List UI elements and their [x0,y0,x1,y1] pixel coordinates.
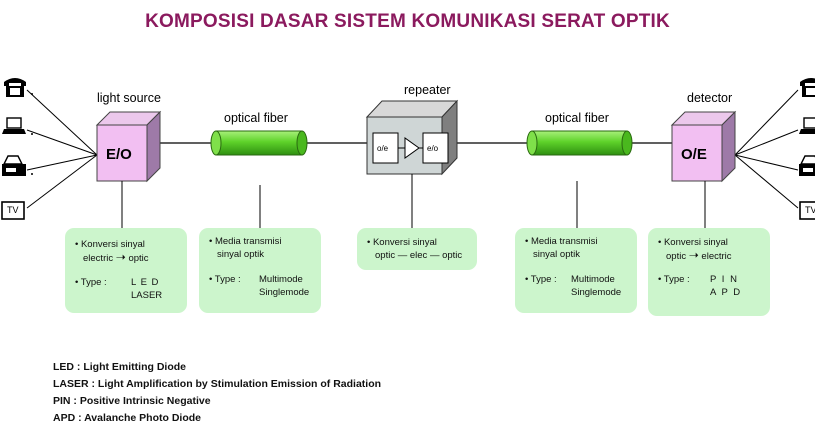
legend-apd: APD : Avalanche Photo Diode [53,412,201,424]
card-optical-fiber-left: • Media transmisi sinyal optik • Type : … [199,228,321,313]
repeater-oe-label: o/e [377,144,389,153]
card-detector: • Konversi sinyal optic ➝ electric • Typ… [648,228,770,316]
repeater-box [365,99,459,176]
amplifier-triangle-icon [404,137,420,159]
tv-icon-left [1,201,25,220]
card-light-source: • Konversi sinyal electric ➝ optic • Typ… [65,228,187,313]
legend-led: LED : Light Emitting Diode [53,361,186,373]
card-dt-type-1: P I N [710,274,739,285]
card-ls-line2a: electric [83,253,114,264]
card-fr-line2: sinyal optik [533,249,580,260]
card-dt-line1: Konversi sinyal [663,237,728,248]
card-connector-lines [121,174,706,228]
card-ls-type-label: Type : [80,277,107,288]
telephone-icon-right [800,78,815,97]
oe-converter-box [670,110,737,183]
telephone-icon-left [4,78,33,97]
oe-label: O/E [681,146,707,163]
card-ls-type-2: LASER [131,290,163,301]
card-fl-type-1: Multimode [259,274,303,285]
fax-icon-right [799,155,815,176]
legend-pin: PIN : Positive Intrinsic Negative [53,395,211,407]
card-fl-line2: sinyal optik [217,249,264,260]
fax-icon-left [2,155,33,176]
card-fr-type-1: Multimode [571,274,615,285]
card-rp-line2b: elec [409,250,428,261]
card-ls-line2b: optic [128,253,149,264]
label-detector: detector [687,91,733,105]
card-repeater: • Konversi sinyal optic — elec — optic [357,228,477,270]
arrow-right-icon: ➝ [115,250,126,264]
eo-label: E/O [106,146,132,163]
card-fl-line1: Media transmisi [214,236,282,247]
card-fl-type-label: Type : [214,274,241,285]
tv-label-left: TV [7,205,19,215]
laptop-icon-right [799,117,815,134]
label-optical-fiber-right: optical fiber [545,111,609,125]
card-ls-line1: Konversi sinyal [80,239,145,250]
tv-icon-right [799,201,815,220]
legend-laser: LASER : Light Amplification by Stimulati… [53,378,382,390]
left-fan-lines [26,89,98,209]
tv-label-right: TV [805,205,815,215]
label-light-source: light source [97,91,161,105]
label-optical-fiber-left: optical fiber [224,111,288,125]
card-rp-line2a: optic [375,250,396,261]
card-fr-type-2: Singlemode [571,287,622,298]
card-fr-type-label: Type : [530,274,557,285]
optical-fiber-right [526,130,633,156]
label-repeater: repeater [404,83,451,97]
laptop-icon-left [2,117,33,135]
card-fr-line1: Media transmisi [530,236,598,247]
optical-fiber-left [210,130,308,156]
card-optical-fiber-right: • Media transmisi sinyal optik • Type : … [515,228,637,313]
card-dt-line2b: electric [701,251,732,262]
card-dt-type-label: Type : [663,274,690,285]
card-rp-line1: Konversi sinyal [372,237,437,248]
card-fl-type-2: Singlemode [259,287,310,298]
card-dt-line2a: optic [666,251,687,262]
arrow-right-icon: ➝ [688,248,699,262]
card-dt-type-2: A P D [710,287,742,298]
dash-icon: — [397,250,408,261]
dash-icon: — [429,250,440,261]
card-rp-line2c: optic [442,250,463,261]
eo-converter-box [95,110,162,183]
card-ls-type-1: L E D [131,277,160,288]
right-fan-lines [734,89,799,209]
repeater-eo-label: e/o [427,144,439,153]
diagram-title: KOMPOSISI DASAR SISTEM KOMUNIKASI SERAT … [145,11,670,32]
